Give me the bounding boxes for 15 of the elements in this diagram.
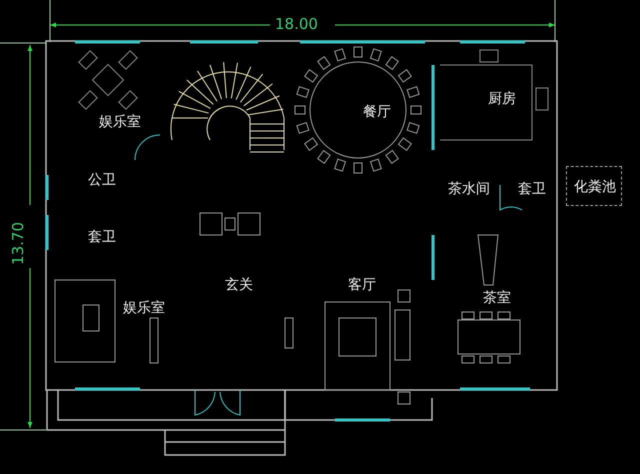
room-label: 玄关 (225, 278, 253, 292)
dimension-label: 18.00 (275, 17, 318, 32)
room-label: 茶室 (483, 291, 511, 305)
room-label: 娱乐室 (123, 301, 165, 315)
room-label: 餐厅 (363, 105, 391, 119)
room-label: 套卫 (518, 182, 546, 196)
septic-tank-outline (566, 166, 622, 206)
room-label: 厨房 (488, 92, 516, 106)
room-label: 公卫 (88, 173, 116, 187)
room-label: 化粪池 (574, 180, 616, 194)
room-label: 娱乐室 (99, 115, 141, 129)
room-label: 套卫 (88, 230, 116, 244)
dimension-label: 13.70 (11, 222, 26, 265)
room-label: 茶水间 (448, 182, 490, 196)
room-label: 客厅 (348, 278, 376, 292)
